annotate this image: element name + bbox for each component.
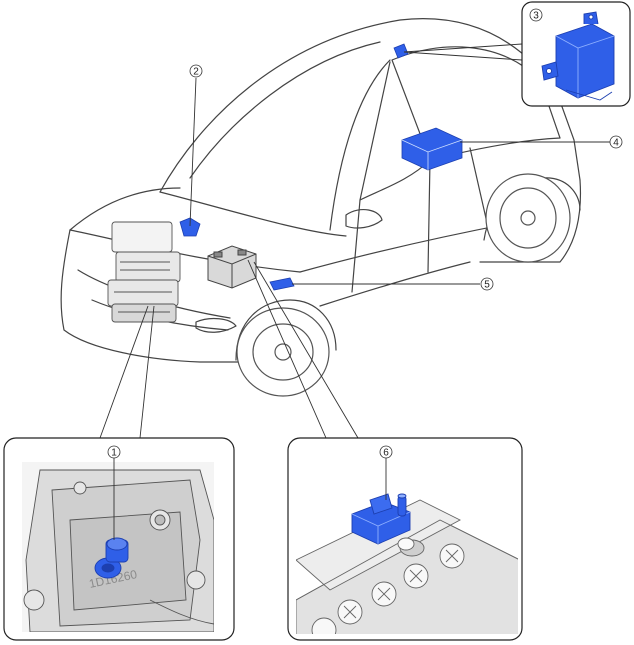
component-6-battery-sensor-icon (351, 493, 411, 545)
front-wheel-icon (236, 307, 330, 397)
component-5-sensor-icon (269, 277, 295, 291)
callout-6: 6 (379, 445, 393, 459)
rear-wheel-icon (485, 173, 571, 263)
svg-text:4: 4 (613, 138, 619, 149)
battery-icon (207, 245, 257, 289)
callout-1: 1 (107, 445, 121, 459)
leader-lines (99, 43, 610, 439)
callout-4: 4 (609, 135, 623, 149)
engine-icon (107, 221, 181, 323)
svg-text:3: 3 (533, 11, 539, 22)
callout-5: 5 (480, 277, 494, 291)
component-3-detail-module-icon (541, 11, 615, 101)
component-1-sensor-icon (94, 537, 129, 579)
inset-6: 6 (287, 437, 523, 641)
vent-cap-icon (311, 543, 465, 634)
svg-text:1: 1 (111, 448, 117, 459)
component-3-module-icon (393, 43, 409, 59)
callout-2: 2 (189, 64, 203, 78)
inset-3: 3 (521, 1, 631, 107)
callout-3: 3 (529, 8, 543, 22)
svg-text:5: 5 (484, 280, 490, 291)
svg-text:6: 6 (383, 448, 389, 459)
component-2-sensor-icon (179, 217, 201, 237)
inset-1: 1D16260 1 (3, 437, 235, 641)
svg-text:2: 2 (193, 67, 199, 78)
component-4-control-module-icon (401, 127, 463, 171)
